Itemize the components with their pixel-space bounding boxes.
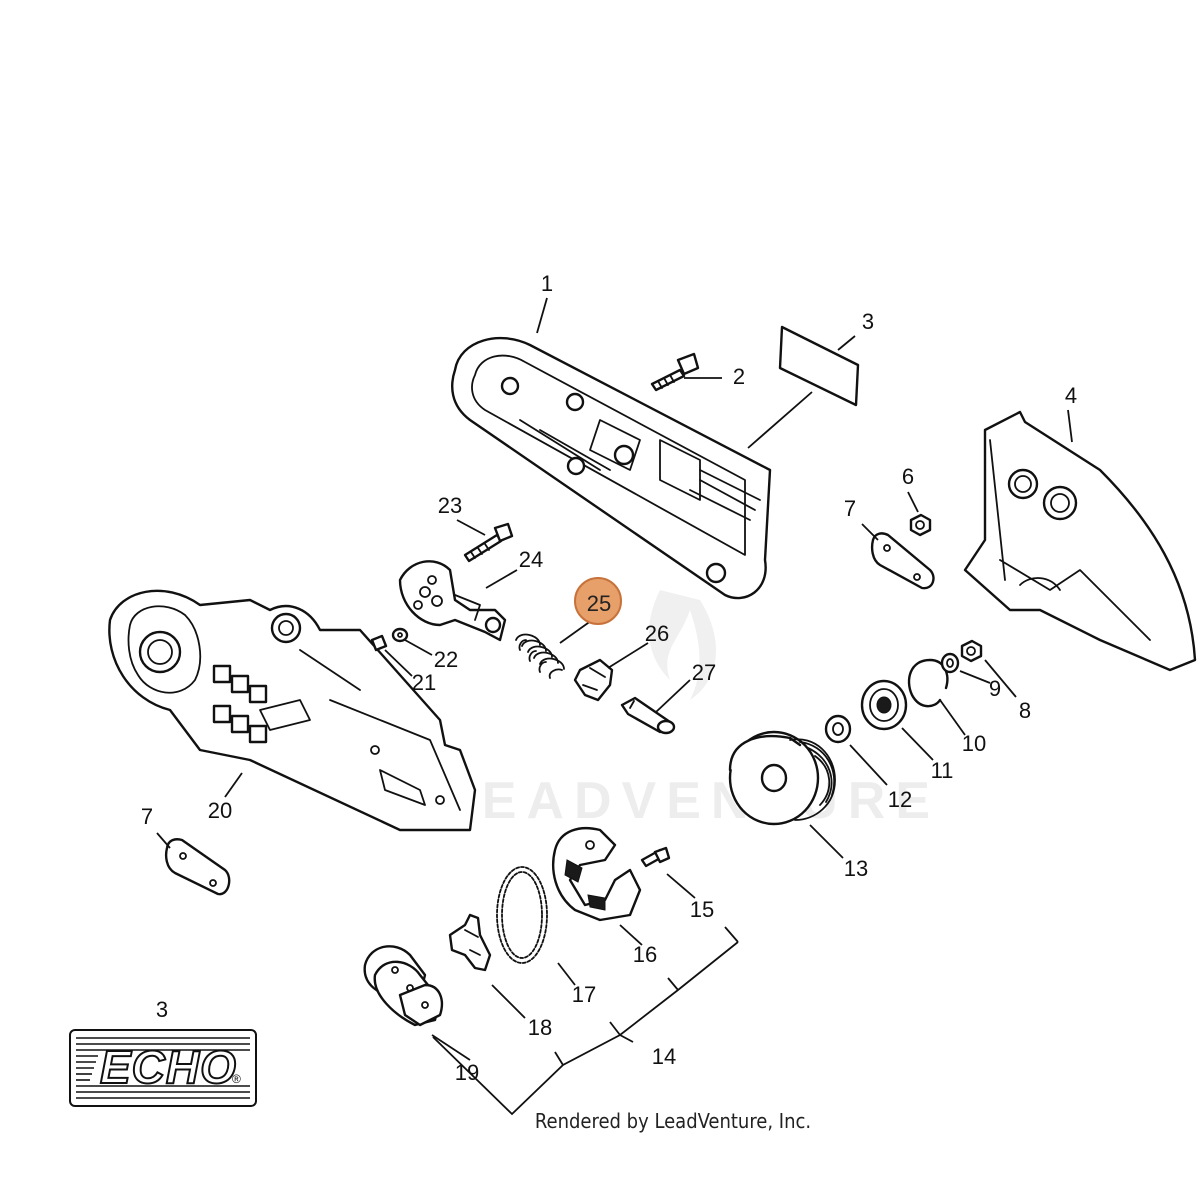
part-9-washer[interactable]	[940, 652, 960, 674]
highlight-marker[interactable]	[574, 577, 622, 625]
callout-13[interactable]: 13	[844, 856, 868, 881]
logo-registered-mark: ®	[232, 1072, 241, 1086]
callout-1[interactable]: 1	[541, 271, 553, 296]
callouts: 1 2 3 4 6 7 23 24 25 26 27 22 21 20 7 8 …	[141, 271, 1077, 1085]
part-6-nut[interactable]	[909, 513, 932, 537]
part-18-hub[interactable]	[448, 913, 492, 972]
part-13-clutch-drum[interactable]	[728, 730, 836, 826]
callout-3[interactable]: 3	[862, 309, 874, 334]
callout-7-right[interactable]: 7	[844, 496, 856, 521]
callout-10[interactable]: 10	[962, 731, 986, 756]
callout-15[interactable]: 15	[690, 897, 714, 922]
callout-27[interactable]: 27	[692, 660, 716, 685]
callout-4[interactable]: 4	[1065, 383, 1077, 408]
part-4-guard[interactable]	[963, 410, 1197, 672]
part-22-washer[interactable]	[391, 627, 409, 643]
part-8-nut[interactable]	[960, 639, 983, 663]
logo-stripes	[76, 1037, 250, 1099]
callout-6[interactable]: 6	[902, 464, 914, 489]
callout-17[interactable]: 17	[572, 982, 596, 1007]
part-21-screw[interactable]	[370, 634, 388, 652]
watermark: LEADVENTURE	[440, 590, 940, 830]
part-19-plates[interactable]	[363, 945, 444, 1027]
leader-lines	[156, 297, 1073, 1116]
logo-frame	[69, 1029, 257, 1107]
callout-22[interactable]: 22	[434, 647, 458, 672]
callout-3-logo[interactable]: 3	[156, 997, 168, 1022]
callout-9[interactable]: 9	[989, 676, 1001, 701]
part-20-housing[interactable]	[108, 589, 477, 832]
part-15-screw[interactable]	[640, 846, 671, 868]
part-2-bolt[interactable]	[650, 352, 700, 392]
part-27-pin[interactable]	[620, 696, 676, 735]
part-7-plate-right[interactable]	[870, 532, 935, 590]
credit-line: Rendered by LeadVenture, Inc.	[535, 1109, 811, 1133]
callout-23[interactable]: 23	[438, 493, 462, 518]
highlight-circle	[574, 577, 622, 625]
part-24-tensioner[interactable]	[398, 560, 507, 642]
callout-25[interactable]: 25	[587, 591, 611, 616]
part-12-bushing[interactable]	[824, 714, 852, 744]
part-1-belt-cover[interactable]	[451, 337, 772, 600]
callout-12[interactable]: 12	[888, 787, 912, 812]
echo-logo-decal[interactable]: ECHO ®	[69, 1029, 257, 1107]
callout-8[interactable]: 8	[1019, 698, 1031, 723]
callout-18[interactable]: 18	[528, 1015, 552, 1040]
logo-wordmark: ECHO	[100, 1041, 237, 1093]
callout-21[interactable]: 21	[412, 670, 436, 695]
part-3-decal[interactable]	[778, 325, 860, 407]
callout-20[interactable]: 20	[208, 798, 232, 823]
callout-7-left[interactable]: 7	[141, 804, 153, 829]
part-26-slider[interactable]	[573, 658, 614, 702]
part-23-bolt[interactable]	[463, 522, 514, 563]
callout-11[interactable]: 11	[931, 758, 954, 783]
callout-26[interactable]: 26	[645, 621, 669, 646]
callout-24[interactable]: 24	[519, 547, 543, 572]
callout-16[interactable]: 16	[633, 942, 657, 967]
part-10-snap-ring[interactable]	[907, 658, 949, 708]
callout-19[interactable]: 19	[455, 1060, 479, 1085]
part-25-spring[interactable]	[515, 633, 565, 679]
part-11-bearing[interactable]	[860, 679, 908, 731]
part-16-clutch-shoes[interactable]	[552, 827, 642, 922]
part-7-plate-left[interactable]	[164, 838, 231, 896]
watermark-text: LEADVENTURE	[440, 772, 940, 830]
callout-2[interactable]: 2	[733, 364, 745, 389]
part-17-spring[interactable]	[496, 866, 548, 964]
callout-14[interactable]: 14	[652, 1044, 676, 1069]
